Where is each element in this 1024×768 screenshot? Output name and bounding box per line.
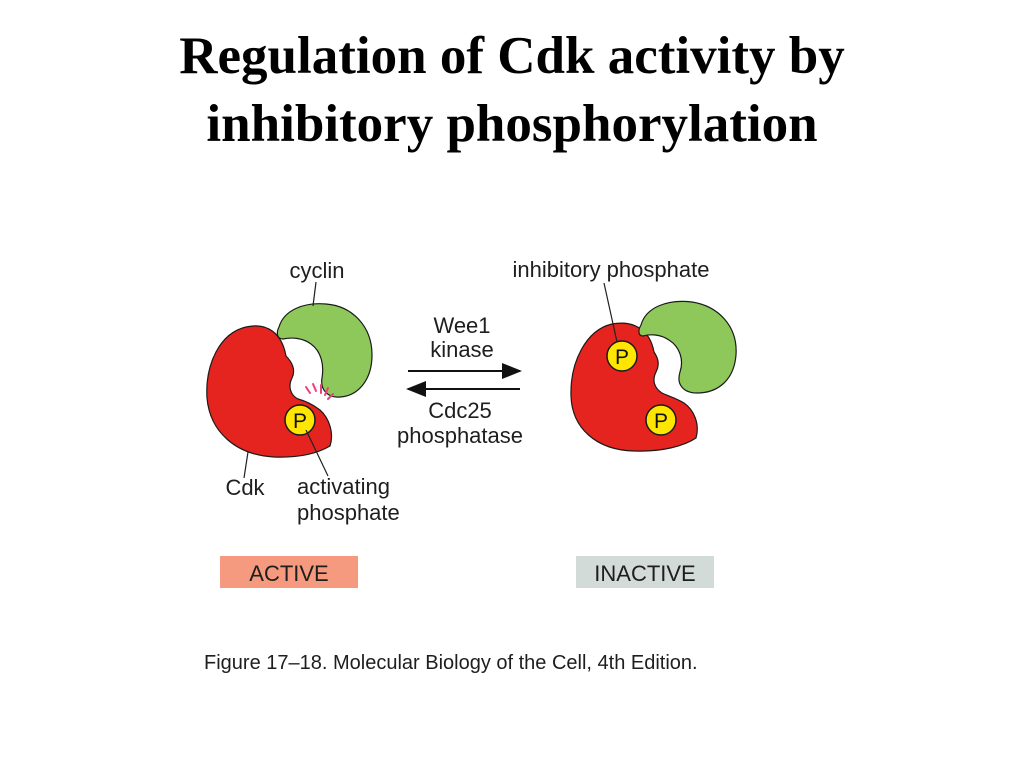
activating-phosphate: P	[285, 405, 315, 435]
cdk-label: Cdk	[225, 475, 265, 500]
svg-text:P: P	[654, 410, 668, 433]
active-badge: ACTIVE	[220, 556, 358, 588]
inactive-badge: INACTIVE	[576, 556, 714, 588]
active-label: ACTIVE	[249, 561, 328, 586]
kinase-label: kinase	[430, 337, 494, 362]
activating-label-line1: activating	[297, 474, 390, 499]
activating-phosphate-inactive: P	[646, 405, 676, 435]
svg-text:P: P	[615, 346, 629, 369]
inactive-complex: P P inhibitory phosphate	[513, 257, 737, 451]
cyclin-label: cyclin	[289, 258, 344, 283]
inhibitory-phosphate: P	[607, 341, 637, 371]
figure-caption: Figure 17–18. Molecular Biology of the C…	[204, 652, 698, 674]
reaction-arrows: Wee1 kinase Cdc25 phosphatase	[397, 313, 523, 448]
svg-text:P: P	[293, 410, 307, 433]
inactive-label: INACTIVE	[594, 561, 695, 586]
activating-label-line2: phosphate	[297, 500, 400, 525]
inhibitory-label: inhibitory phosphate	[513, 257, 710, 282]
cyclin-pointer	[313, 282, 316, 306]
phosphatase-label: phosphatase	[397, 423, 523, 448]
cdc25-label: Cdc25	[428, 398, 492, 423]
cyclin-shape-active	[277, 304, 372, 397]
wee1-label: Wee1	[433, 313, 490, 338]
active-complex: P cyclin Cdk activating phosphate	[207, 258, 400, 525]
